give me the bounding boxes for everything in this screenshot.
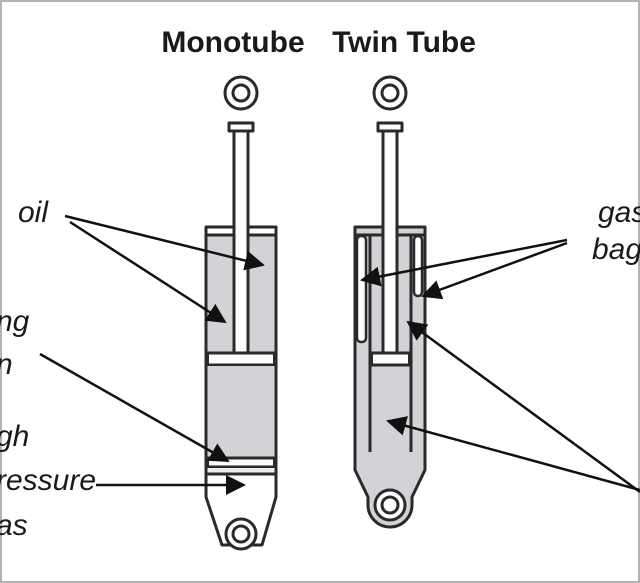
monotube-bottom-eye-hole	[231, 524, 251, 544]
twin-tube-gas-bag-right	[412, 234, 424, 298]
twin-tube-piston-rod	[381, 129, 399, 355]
monotube-title: Monotube	[161, 26, 304, 59]
label-high-pressure-gas-line1: gh	[0, 420, 29, 453]
twin-tube-title: Twin Tube	[332, 26, 476, 59]
leader-arrows	[39, 214, 640, 495]
twin-tube-shock	[353, 75, 427, 529]
arrow-oil-to-monotube-lower	[69, 220, 227, 324]
arrow-oil-to-monotube-upper	[64, 214, 265, 271]
label-high-pressure-gas-line3: as	[0, 509, 28, 542]
monotube-oil-lower	[207, 366, 275, 458]
twin-tube-gas-bag	[355, 234, 368, 344]
label-floating-piston-line1: ng	[0, 305, 30, 338]
arrow-gas-bag-left	[360, 238, 568, 287]
monotube-top-eye-hole	[231, 83, 251, 103]
monotube-piston-rod	[232, 129, 250, 355]
monotube-bottom-mount	[204, 472, 278, 547]
twin-tube-body	[353, 225, 427, 529]
monotube-floating-piston	[206, 456, 276, 469]
arrow-floating-piston	[39, 352, 230, 463]
twin-tube-top-eye-hole	[380, 83, 400, 103]
arrow-twin-tube-oil-lower	[386, 416, 640, 492]
label-gas-bag-line1: gas	[598, 196, 640, 229]
label-floating-piston-line2: n	[0, 348, 13, 381]
label-oil: oil	[18, 196, 49, 229]
label-gas-bag-line2: bag	[592, 233, 640, 266]
label-high-pressure-gas-line2: ressure	[0, 464, 96, 497]
monotube-shock	[204, 75, 278, 551]
monotube-piston	[206, 351, 276, 367]
twin-tube-bottom-eye-hole	[380, 495, 400, 515]
twin-tube-piston	[370, 351, 411, 367]
arrow-gas-bag-right	[421, 241, 568, 300]
monotube-gas-chamber	[207, 468, 275, 473]
arrow-twin-tube-oil-upper	[406, 320, 640, 494]
